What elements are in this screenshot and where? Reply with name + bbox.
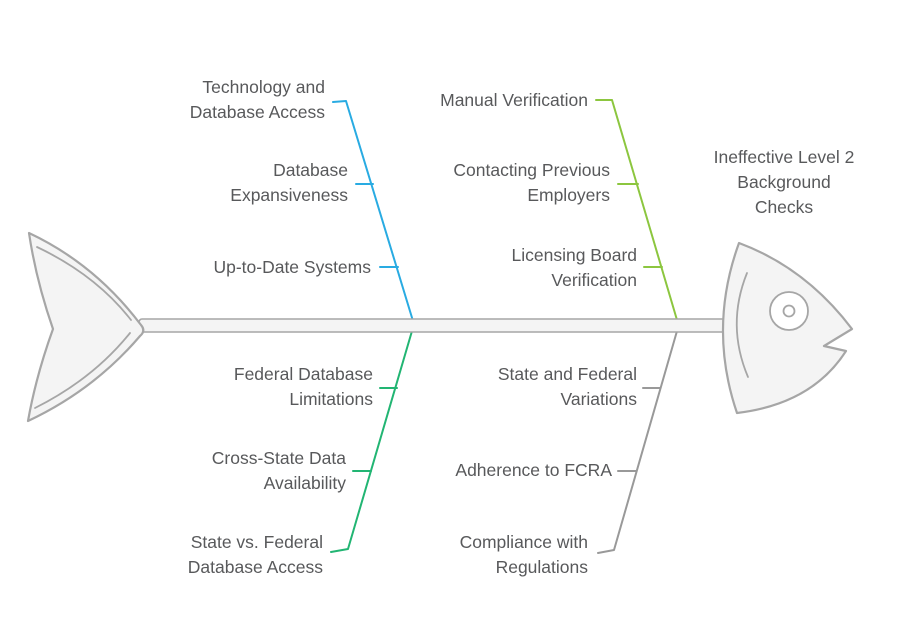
cause-label-line: Database Access <box>189 102 325 122</box>
branch-top-right <box>595 99 678 321</box>
spine <box>138 318 726 333</box>
problem-label-line: Background <box>737 172 831 192</box>
cause-label-line: Variations <box>560 389 637 409</box>
cause-label-line: Adherence to FCRA <box>455 460 612 480</box>
fish-gill-line <box>735 272 749 378</box>
cause-label-line: Up-to-Date Systems <box>213 257 371 277</box>
cause-label-line: Limitations <box>289 389 373 409</box>
branch-bottom-right-line <box>597 330 678 554</box>
branch-bottom-right <box>597 330 678 554</box>
branch-bottom-left <box>330 330 413 553</box>
fish-tail-shape <box>26 231 145 423</box>
cause-label-compliance-with-regulations: Compliance with Regulations <box>460 530 588 580</box>
branch-top-left-line <box>332 100 414 322</box>
fish-tail-detail-bottom <box>34 332 131 409</box>
cause-label-technology-database-access: Technology and Database Access <box>190 75 325 125</box>
cause-label-up-to-date-systems: Up-to-Date Systems <box>213 255 371 280</box>
cause-label-licensing-board-verification: Licensing Board Verification <box>512 243 638 293</box>
cause-label-line: Availability <box>263 473 346 493</box>
cause-label-line: Regulations <box>495 557 588 577</box>
cause-label-adherence-to-fcra: Adherence to FCRA <box>455 458 612 483</box>
branch-top-right-line <box>595 99 678 321</box>
cause-label-line: State and Federal <box>497 364 637 384</box>
cause-label-manual-verification: Manual Verification <box>440 88 588 113</box>
cause-label-state-and-federal-variations: State and Federal Variations <box>498 362 637 412</box>
cause-label-line: Employers <box>527 185 610 205</box>
cause-label-line: State vs. Federal <box>190 532 323 552</box>
cause-label-line: Verification <box>551 270 637 290</box>
fish-eye-icon <box>769 291 809 331</box>
cause-label-database-expansiveness: Database Expansiveness <box>230 158 348 208</box>
cause-label-line: Database <box>273 160 348 180</box>
problem-label-line: Ineffective Level 2 <box>713 147 855 167</box>
cause-label-state-vs-federal-database-access: State vs. Federal Database Access <box>188 530 323 580</box>
cause-label-line: Cross-State Data <box>211 448 346 468</box>
fish-head <box>721 241 854 415</box>
cause-label-federal-database-limitations: Federal Database Limitations <box>234 362 373 412</box>
cause-label-line: Compliance with <box>459 532 588 552</box>
cause-label-line: Expansiveness <box>230 185 348 205</box>
branch-top-left <box>332 100 414 322</box>
fish-tail-detail-top <box>36 246 132 321</box>
branch-bottom-left-line <box>330 330 413 553</box>
cause-label-line: Federal Database <box>233 364 373 384</box>
cause-label-cross-state-data-availability: Cross-State Data Availability <box>212 446 346 496</box>
cause-label-line: Database Access <box>187 557 323 577</box>
cause-label-contacting-previous-employers: Contacting Previous Employers <box>453 158 610 208</box>
cause-label-line: Contacting Previous <box>453 160 610 180</box>
fish-eye-pupil-icon <box>782 304 796 318</box>
fish-tail <box>26 231 145 423</box>
problem-label: Ineffective Level 2 Background Checks <box>674 145 894 220</box>
cause-label-line: Licensing Board <box>511 245 638 265</box>
cause-label-line: Technology and <box>202 77 325 97</box>
problem-label-line: Checks <box>754 197 814 217</box>
cause-label-line: Manual Verification <box>440 90 588 110</box>
